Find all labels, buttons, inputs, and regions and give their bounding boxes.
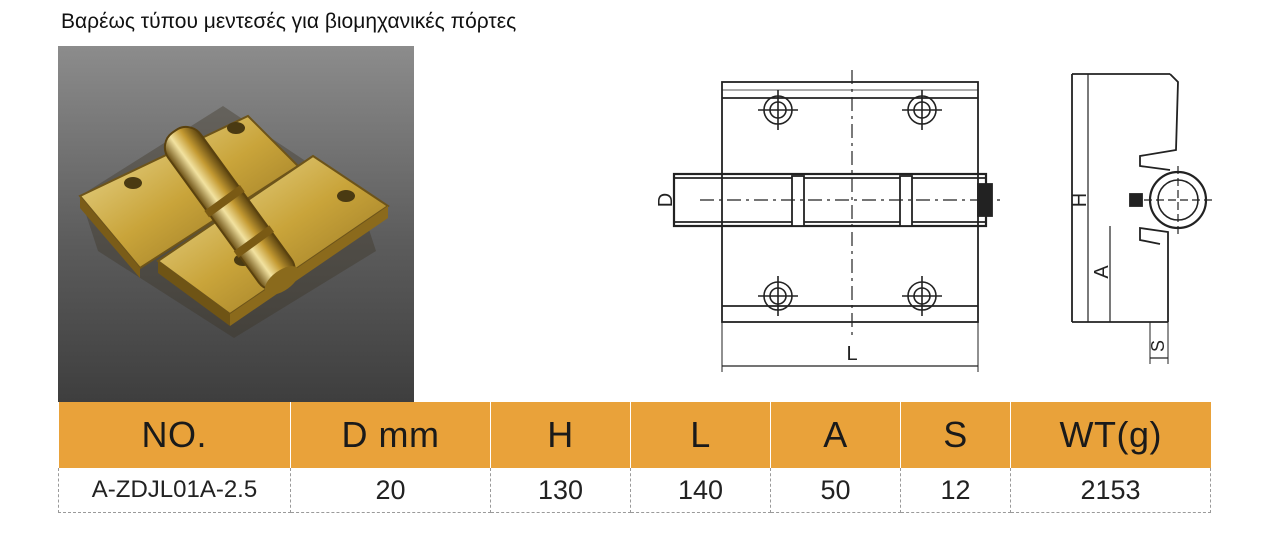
- cell-d: 20: [290, 468, 491, 513]
- cell-weight: 2153: [1010, 468, 1211, 513]
- column-header-a: A: [770, 402, 901, 468]
- column-header-wt: WT(g): [1010, 402, 1211, 468]
- cell-model-number: A-ZDJL01A-2.5: [58, 468, 291, 513]
- column-header-s: S: [900, 402, 1011, 468]
- cell-h: 130: [490, 468, 631, 513]
- dimension-s-label: S: [1148, 340, 1168, 352]
- table-row: A-ZDJL01A-2.5 20 130 140 50 12 2153: [58, 468, 1211, 513]
- cell-s: 12: [900, 468, 1011, 513]
- spec-table: NO. D mm H L A S WT(g) A-ZDJL01A-2.5 20 …: [58, 402, 1211, 513]
- column-header-no: NO.: [58, 402, 291, 468]
- column-header-h: H: [490, 402, 631, 468]
- column-header-l: L: [630, 402, 771, 468]
- technical-drawing: D L H A S: [655, 70, 1214, 372]
- dimension-d-label: D: [655, 193, 677, 207]
- page-title: Βαρέως τύπου μεντεσές για βιομηχανικές π…: [61, 10, 517, 33]
- table-header-row: NO. D mm H L A S WT(g): [58, 402, 1211, 468]
- column-header-d: D mm: [290, 402, 491, 468]
- dimension-a-label: A: [1091, 265, 1113, 279]
- cell-l: 140: [630, 468, 771, 513]
- dimension-l-label: L: [846, 343, 857, 365]
- cell-a: 50: [770, 468, 901, 513]
- dimension-h-label: H: [1069, 193, 1091, 207]
- product-photo: [58, 46, 414, 402]
